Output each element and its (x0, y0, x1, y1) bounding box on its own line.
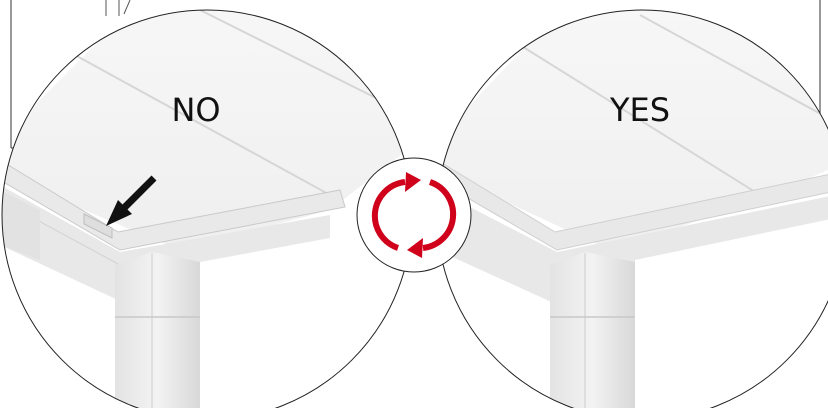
table-leg (550, 252, 635, 408)
arrow-pointing-icon (106, 175, 157, 226)
incorrect-assembly-detail: NO (1, 9, 413, 408)
slat-joint (519, 44, 769, 201)
slat-joint (639, 14, 828, 131)
yes-label: YES (609, 91, 670, 129)
correct-assembly-detail: YES (436, 9, 828, 408)
protruding-tab (83, 213, 113, 239)
table-frame (437, 190, 828, 315)
tabletop-surface (437, 10, 828, 250)
raised-slat-edge (2, 159, 346, 251)
no-label: NO (171, 91, 220, 129)
table-frame (2, 185, 330, 315)
flush-slat-edge (437, 159, 828, 251)
slat-joint (74, 54, 331, 196)
background-chair-leg (105, 0, 131, 16)
rotate-arrows-icon (356, 157, 472, 273)
table-leg (115, 252, 200, 408)
